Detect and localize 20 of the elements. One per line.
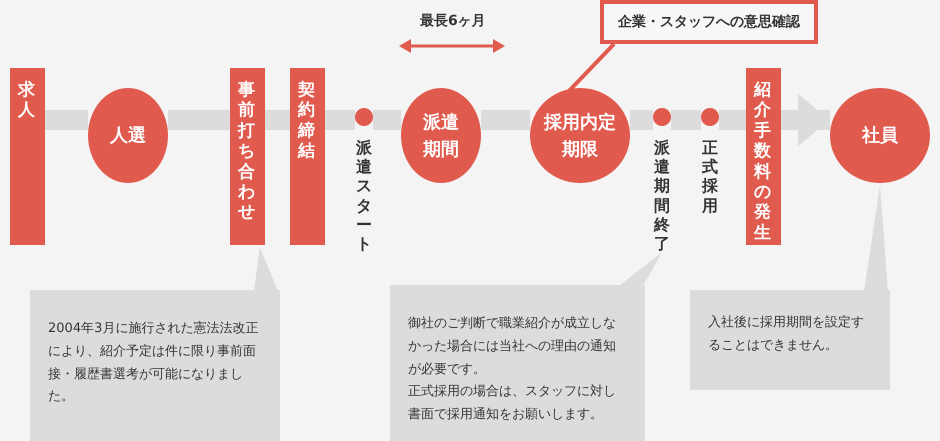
step-circle: 派遣期間: [401, 88, 481, 183]
step-circle: 人選: [88, 88, 168, 183]
milestone-label: 派遣スタート: [356, 138, 373, 254]
timeline-arrow: [781, 94, 830, 146]
note-bubble: 御社のご判断で職業紹介が成立しなかった場合には当社への理由の通知が必要です。 正式採用の場合は、スタッフに対し書面で採用通知をお願いします。: [390, 285, 645, 441]
step-bar: 事前打ち合わせ: [230, 68, 265, 245]
callout-tail: [619, 252, 662, 286]
callout-tail: [254, 247, 278, 291]
milestone-label: 派遣期間終了: [654, 138, 671, 254]
step-bar: 求人: [10, 68, 45, 245]
duration-label: 最長6ヶ月: [420, 12, 486, 30]
callout-tail: [864, 185, 888, 291]
callout-box: 企業・スタッフへの意思確認: [600, 0, 818, 44]
step-bar: 紹介手数料の発生: [746, 68, 781, 245]
milestone-label: 正式採用: [702, 138, 719, 215]
note-bubble: 2004年3月に施行された憲法法改正により、紹介予定は件に限り事前面接・履歴書選考が可能になりました。: [30, 290, 280, 441]
step-circle: 社員: [830, 88, 930, 183]
note-bubble: 入社後に採用期間を設定することはできません。: [690, 290, 890, 390]
step-circle: 採用内定期限: [530, 88, 630, 183]
step-bar: 契約締結: [290, 68, 325, 245]
